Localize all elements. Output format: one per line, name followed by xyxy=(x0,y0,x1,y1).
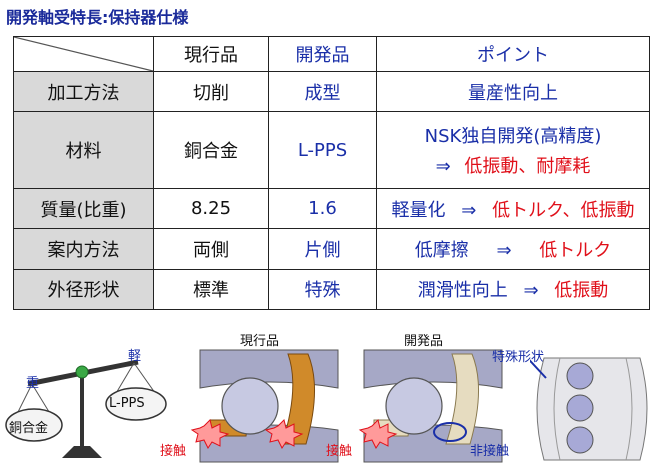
cell-point: 量産性向上 xyxy=(376,71,650,113)
table-row: 質量(比重) 8.25 1.6 軽量化 ⇒ 低トルク、低振動 xyxy=(13,187,650,230)
table-row: 加工方法 切削 成型 量産性向上 xyxy=(13,71,650,113)
cell-point: 軽量化 ⇒ 低トルク、低振動 xyxy=(376,187,650,230)
cell-dev: 成型 xyxy=(268,71,377,113)
contact-label-current: 接触 xyxy=(160,444,187,459)
row-label: 加工方法 xyxy=(13,71,154,113)
cell-point: NSK独自開発(高精度) ⇒ 低振動、耐摩耗 xyxy=(376,111,650,189)
header-current: 現行品 xyxy=(153,35,269,73)
diagonal-line xyxy=(14,37,153,71)
header-point: ポイント xyxy=(376,35,650,73)
point-arrow: ⇒ xyxy=(461,199,477,221)
row-label: 質量(比重) xyxy=(13,187,154,230)
left-pan-label: 銅合金 xyxy=(9,421,49,436)
point-result: 低トルク、低振動 xyxy=(492,199,635,221)
right-pan-label: L-PPS xyxy=(109,396,145,411)
point-result: 低振動 xyxy=(554,280,609,302)
spec-table: 現行品 開発品 ポイント 加工方法 切削 成型 量産性向上 材料 銅合金 L-P… xyxy=(13,35,650,311)
cell-point: 潤滑性向上 ⇒ 低振動 xyxy=(376,268,650,311)
current-bearing-section xyxy=(190,349,339,463)
row-label: 案内方法 xyxy=(13,228,154,270)
dev-bearing-section xyxy=(358,349,503,463)
cell-dev: 特殊 xyxy=(268,268,377,311)
point-arrow: ⇒ xyxy=(435,156,451,178)
point-arrow: ⇒ xyxy=(523,280,539,302)
table-row: 案内方法 両側 片側 低摩擦 ⇒ 低トルク xyxy=(13,228,650,270)
cell-current: 8.25 xyxy=(153,187,269,230)
point-arrow: ⇒ xyxy=(496,239,512,261)
cell-current: 標準 xyxy=(153,268,269,311)
heavy-label: 重 xyxy=(26,376,40,391)
light-label: 軽 xyxy=(128,349,142,364)
table-row: 外径形状 標準 特殊 潤滑性向上 ⇒ 低振動 xyxy=(13,268,650,311)
cell-dev: L-PPS xyxy=(268,111,377,189)
header-dev: 開発品 xyxy=(268,35,377,73)
cell-current: 両側 xyxy=(153,228,269,270)
row-label: 外径形状 xyxy=(13,268,154,311)
current-figure-label: 現行品 xyxy=(240,334,280,349)
point-result: 低振動、耐摩耗 xyxy=(464,156,591,178)
table-row: 材料 銅合金 L-PPS NSK独自開発(高精度) ⇒ 低振動、耐摩耗 xyxy=(13,111,650,189)
point-pre: 潤滑性向上 xyxy=(417,280,508,302)
cage-3d-view xyxy=(530,357,648,461)
cell-current: 銅合金 xyxy=(153,111,269,189)
cell-current: 切削 xyxy=(153,71,269,113)
non-contact-label: 非接触 xyxy=(470,444,510,459)
table-corner-cell xyxy=(13,35,154,73)
page-title: 開発軸受特長:保持器仕様 xyxy=(6,8,189,27)
point-pre: 軽量化 xyxy=(391,199,446,221)
point-pre: 低摩擦 xyxy=(414,239,469,261)
table-header-row: 現行品 開発品 ポイント xyxy=(13,35,650,73)
balance-scale-illustration xyxy=(5,359,167,458)
cell-dev: 1.6 xyxy=(268,187,377,230)
point-result: 低トルク xyxy=(539,239,612,261)
dev-figure-label: 開発品 xyxy=(404,334,444,349)
cell-point: 低摩擦 ⇒ 低トルク xyxy=(376,228,650,270)
cell-dev: 片側 xyxy=(268,228,377,270)
row-label: 材料 xyxy=(13,111,154,189)
point-line1: NSK独自開発(高精度) xyxy=(424,126,602,148)
contact-label-dev: 接触 xyxy=(326,444,353,459)
